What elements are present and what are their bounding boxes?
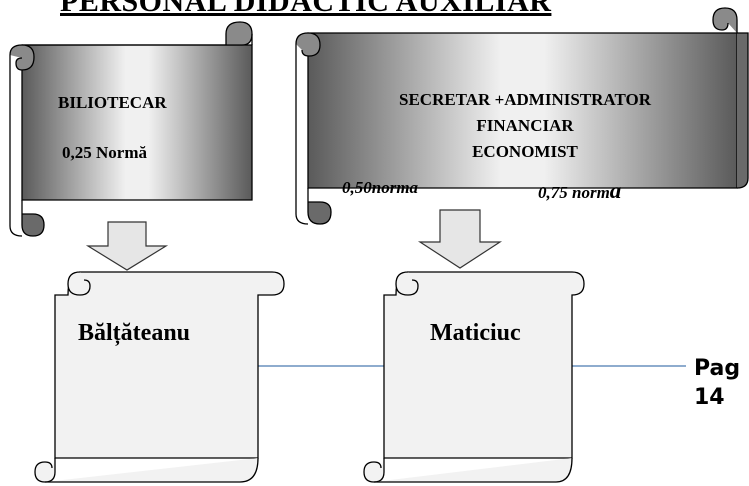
secretary-role-line3: ECONOMIST <box>472 142 578 161</box>
secretary-norm-2-main: 0,75 norm <box>538 183 610 202</box>
secretary-name: Maticiuc <box>430 320 521 346</box>
librarian-scroll <box>9 21 253 237</box>
librarian-norm-label: 0,25 Normă <box>62 143 147 162</box>
secretary-name-scroll <box>363 271 585 483</box>
secretary-role-line2: FINANCIAR <box>476 116 574 135</box>
arrow-down-2 <box>417 209 503 269</box>
secretary-role-line1: SECRETAR +ADMINISTRATOR <box>399 90 651 109</box>
librarian-name-scroll <box>34 271 285 483</box>
librarian-role-label: BILIOTECAR <box>58 93 167 112</box>
page-label: Pag <box>694 356 741 381</box>
secretary-scroll <box>295 7 749 225</box>
page-number: 14 <box>694 385 725 410</box>
page-title: PERSONAL DIDACTIC AUXILIAR <box>60 0 552 18</box>
secretary-norm-2: 0,75 norma <box>538 178 621 204</box>
arrow-down-1 <box>85 221 169 271</box>
secretary-norm-2-last: a <box>609 178 622 203</box>
librarian-name: Bălțăteanu <box>78 320 191 346</box>
secretary-norm-1: 0,50norma <box>342 178 419 197</box>
